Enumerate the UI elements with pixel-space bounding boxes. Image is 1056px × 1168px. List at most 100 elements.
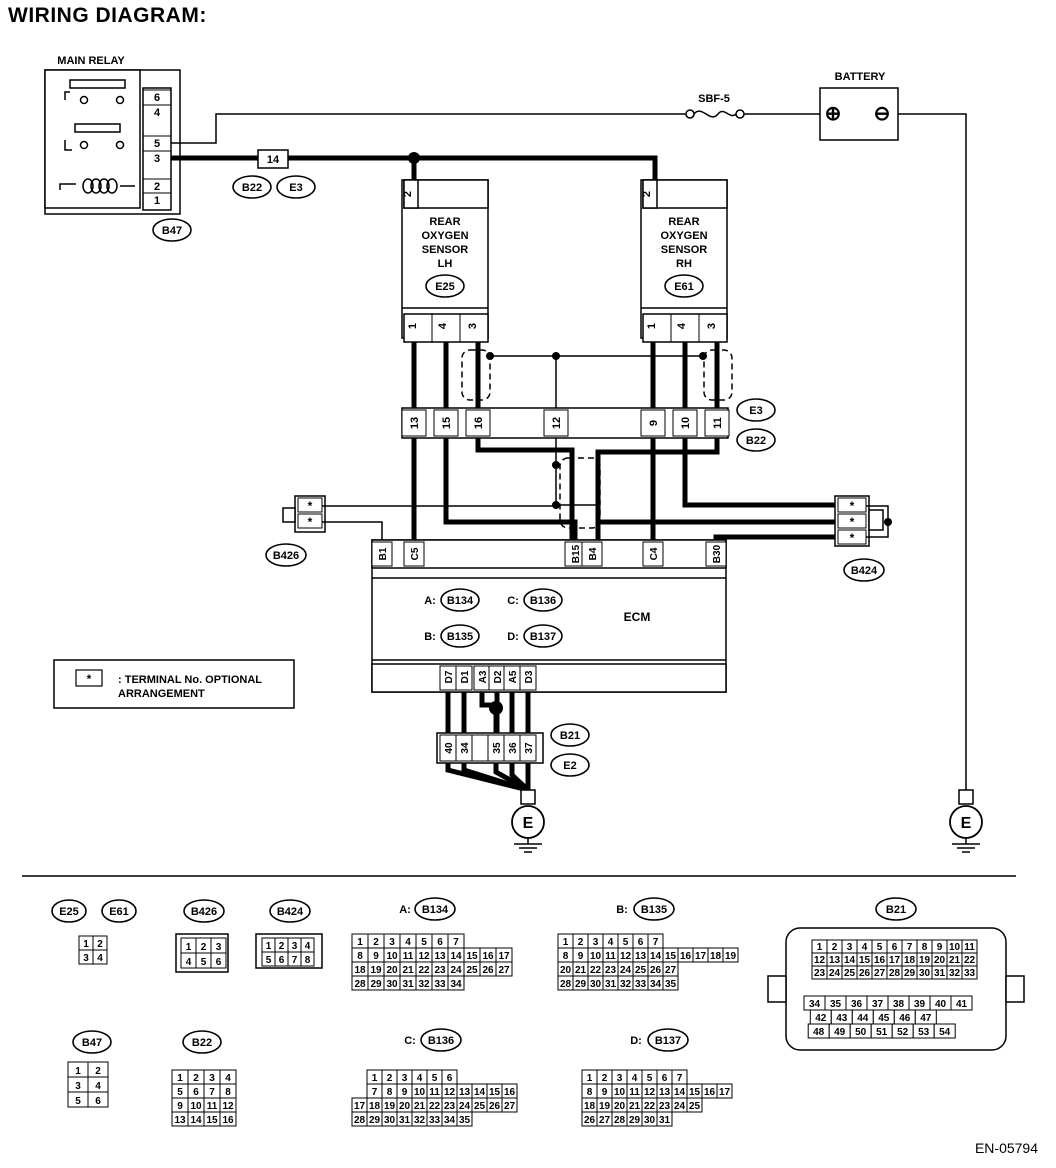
ecm-top-pin-box xyxy=(642,541,664,567)
face-b21-upper-cell-11: 11 xyxy=(964,942,975,953)
face-tag-e61 xyxy=(101,899,137,923)
ecm-bottom-connector xyxy=(371,663,727,693)
face-b137-cell-1: 1 xyxy=(587,1073,593,1084)
face-b22-cell-2: 2 xyxy=(193,1073,199,1084)
face-b134-cell-22: 22 xyxy=(418,965,430,976)
face-b22-cell-8: 8 xyxy=(225,1087,231,1098)
ecm-top-pin-box xyxy=(371,541,393,567)
face-b134-cell-2: 2 xyxy=(373,937,379,948)
main-relay-pin-4: 4 xyxy=(154,107,161,119)
ground-connector-pin-34: 34 xyxy=(460,742,471,754)
connector-tag-b426-label: B426 xyxy=(273,550,299,562)
face-b136-cell-6: 6 xyxy=(447,1073,453,1084)
face-b137-cell-25: 25 xyxy=(689,1101,701,1112)
connector-tag-b134 xyxy=(440,588,480,612)
ground-e-ecm-lug xyxy=(520,789,536,805)
face-b136-cell-4: 4 xyxy=(417,1073,423,1084)
face-b21-upper-cell-5: 5 xyxy=(877,942,883,953)
relay-coil-lead xyxy=(59,183,76,190)
face-b22-cell-7: 7 xyxy=(209,1087,215,1098)
ground-e-ecm-label: E xyxy=(523,815,534,832)
face-b134-cell-29: 29 xyxy=(370,979,382,990)
sensor-lh-top-pin: 2 xyxy=(402,191,414,197)
face-b22-cell-3: 3 xyxy=(209,1073,215,1084)
face-b21-upper-cell-9: 9 xyxy=(937,942,943,953)
ecm-top-pin-C4: C4 xyxy=(649,547,660,560)
face-tag-b21 xyxy=(875,897,917,921)
face-b21-lower-cell-44: 44 xyxy=(857,1013,869,1024)
face-b21-upper-cell-26: 26 xyxy=(859,968,871,979)
face-b134-cell-16: 16 xyxy=(482,951,494,962)
face-tag-b21-label: B21 xyxy=(886,904,906,916)
face-b21-lower-cell-34: 34 xyxy=(809,999,821,1010)
face-b137-cell xyxy=(686,1097,703,1113)
face-b135-cell-23: 23 xyxy=(605,965,617,976)
face-b21-lower-cell-41: 41 xyxy=(956,999,968,1010)
sensor-lh-pin-4: 4 xyxy=(437,322,449,329)
mid-connector-pin-12: 12 xyxy=(551,417,563,429)
face-b134-cell-13: 13 xyxy=(434,951,446,962)
face-b134-cell-1: 1 xyxy=(357,937,363,948)
connector-tag-b135 xyxy=(440,624,480,648)
face-b21-latch-right xyxy=(1005,975,1025,1003)
face-b137-cell-12: 12 xyxy=(644,1087,656,1098)
face-b21-upper-cell-6: 6 xyxy=(892,942,898,953)
face-b22-cell-14: 14 xyxy=(190,1115,202,1126)
face-b137-cell-14: 14 xyxy=(674,1087,686,1098)
face-b21-lower-cell-53: 53 xyxy=(918,1027,930,1038)
face-b21-upper-cell-30: 30 xyxy=(919,968,931,979)
face-b424-cell-1: 1 xyxy=(266,941,272,952)
b426-pin: * xyxy=(308,499,313,513)
mid-connector-pin-9: 9 xyxy=(648,420,660,426)
face-b136-cell-20: 20 xyxy=(399,1101,411,1112)
face-b424-cell-6: 6 xyxy=(279,955,285,966)
face-b136-cell-18: 18 xyxy=(369,1101,381,1112)
face-b137-cell-9: 9 xyxy=(602,1087,608,1098)
face-b135-cell-10: 10 xyxy=(590,951,602,962)
ecm-connector-letter: C: xyxy=(507,595,519,607)
face-b22-cell-16: 16 xyxy=(222,1115,234,1126)
face-b135-cell-28: 28 xyxy=(560,979,572,990)
face-b137-cell xyxy=(656,1111,673,1127)
face-b137-cell-15: 15 xyxy=(689,1087,701,1098)
legend-star: * xyxy=(87,672,92,686)
face-b135-cell-30: 30 xyxy=(590,979,602,990)
relay-coil-loop xyxy=(98,178,110,194)
face-b136-cell-15: 15 xyxy=(489,1087,501,1098)
sensor-rh-name-line: RH xyxy=(676,258,692,270)
face-b134-cell-8: 8 xyxy=(357,951,363,962)
relay-contact xyxy=(115,95,125,105)
face-tag-b136-label: B136 xyxy=(428,1035,454,1047)
face-b134-cell-7: 7 xyxy=(453,937,459,948)
face-tag-b136 xyxy=(420,1028,462,1052)
face-b21-lower-cell-40: 40 xyxy=(935,999,947,1010)
face-b22-cell-11: 11 xyxy=(207,1101,218,1112)
ecm-connector-letter: D: xyxy=(507,631,519,643)
face-b134-cell-5: 5 xyxy=(421,937,427,948)
face-b136-cell-27: 27 xyxy=(504,1101,516,1112)
relay-switch-2 xyxy=(64,140,72,151)
face-b21-upper-cell-27: 27 xyxy=(874,968,886,979)
relay-switch-1 xyxy=(64,91,70,100)
face-b135-cell-8: 8 xyxy=(563,951,569,962)
face-b134-cell-9: 9 xyxy=(373,951,379,962)
sensor-lh-name-line: LH xyxy=(438,258,453,270)
face-b135-cell-11: 11 xyxy=(605,951,616,962)
face-b135-cell xyxy=(722,947,739,963)
face-b134-cell-12: 12 xyxy=(418,951,430,962)
face-tag-e25 xyxy=(51,899,87,923)
face-b137-cell-19: 19 xyxy=(599,1101,611,1112)
face-b22-cell-5: 5 xyxy=(177,1087,183,1098)
face-b134-cell-30: 30 xyxy=(386,979,398,990)
face-b21-upper-cell-1: 1 xyxy=(817,942,823,953)
face-b21-latch-left xyxy=(767,975,787,1003)
face-b47-cell-5: 5 xyxy=(75,1096,81,1107)
face-b21-lower-cell-38: 38 xyxy=(893,999,905,1010)
face-b426-cell-1: 1 xyxy=(186,942,192,953)
face-b137-cell-10: 10 xyxy=(614,1087,626,1098)
connector-tag-e25 xyxy=(425,274,465,298)
face-b134-cell xyxy=(447,975,465,991)
face-b136-cell-19: 19 xyxy=(384,1101,396,1112)
face-b137-cell-22: 22 xyxy=(644,1101,656,1112)
